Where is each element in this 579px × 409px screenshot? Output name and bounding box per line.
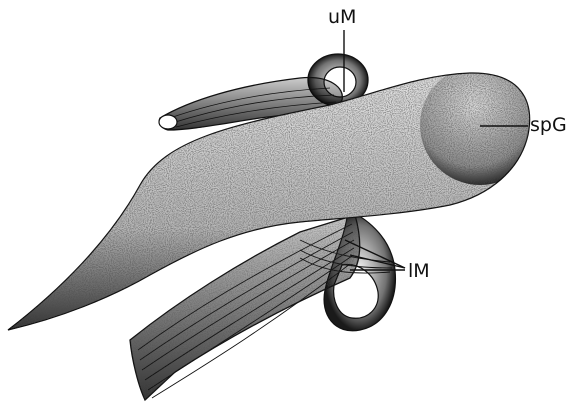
label-lower-muscles: lM: [408, 262, 430, 281]
label-upper-muscle: uM: [328, 8, 356, 27]
label-gland: spG: [530, 116, 567, 135]
